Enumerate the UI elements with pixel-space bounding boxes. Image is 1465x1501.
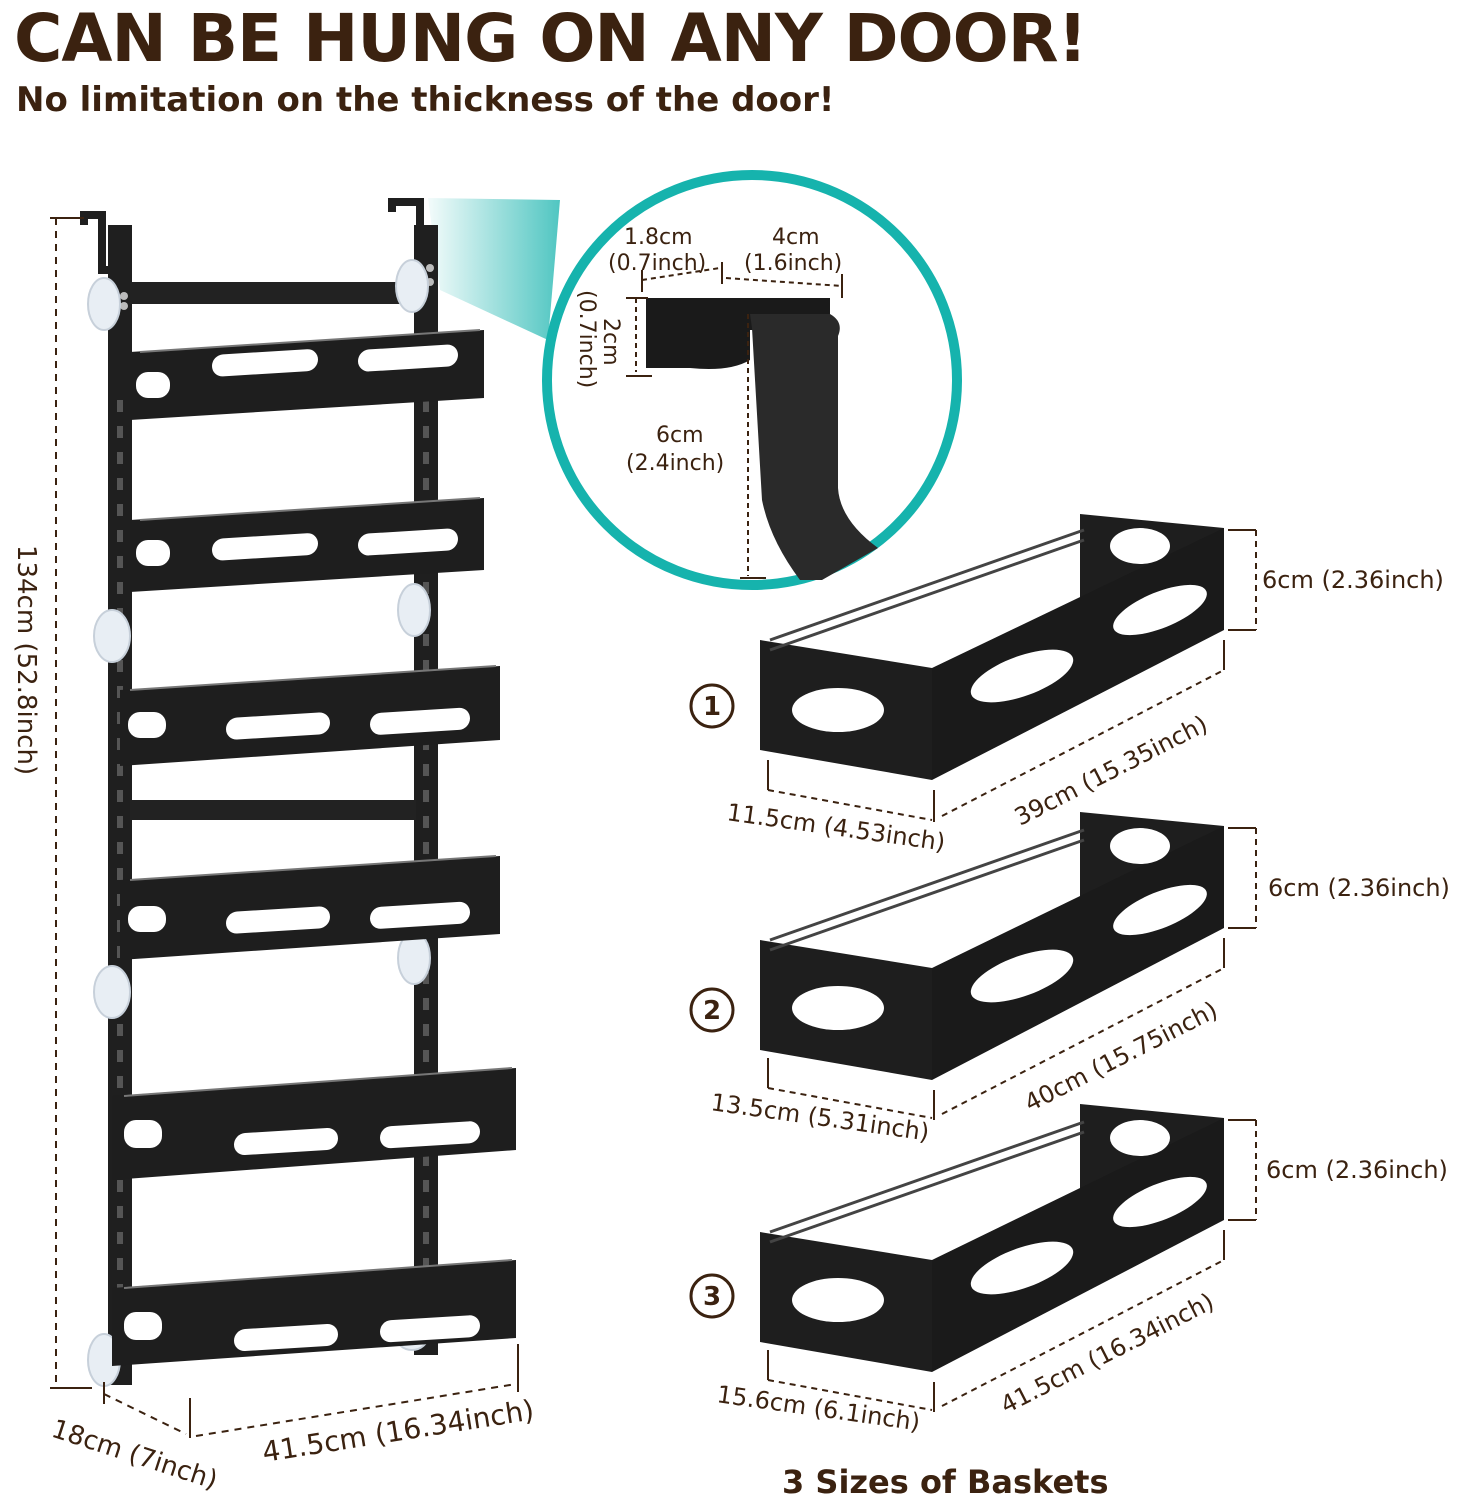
hook-top-right-in: (1.6inch) xyxy=(744,251,842,276)
rack-depth-dimension xyxy=(103,1382,191,1438)
basket-2-number: 2 xyxy=(703,996,721,1026)
suction-cup xyxy=(93,965,131,1019)
basket-3-height: 6cm (2.36inch) xyxy=(1266,1156,1448,1184)
rack-basket xyxy=(112,1067,516,1180)
hook-drop-cm: 6cm xyxy=(656,423,704,448)
rack-basket xyxy=(130,497,484,592)
basket-1-depth: 11.5cm (4.53inch) xyxy=(725,798,947,856)
rack-basket xyxy=(120,665,500,766)
basket-3-depth: 15.6cm (6.1inch) xyxy=(715,1380,922,1436)
hook-top-left-cm: 1.8cm xyxy=(624,225,693,250)
basket-2-depth: 13.5cm (5.31inch) xyxy=(709,1088,931,1146)
basket-3-number: 3 xyxy=(703,1282,721,1312)
suction-cup xyxy=(397,583,431,637)
zoom-beam xyxy=(428,198,560,340)
zoom-circle xyxy=(542,170,962,590)
hook-top-right-cm: 4cm xyxy=(772,225,820,250)
rack-height-dimension xyxy=(50,217,92,1389)
rack-hook-right xyxy=(388,198,424,265)
rack-depth-label: 18cm (7inch) xyxy=(48,1414,221,1496)
headline: CAN BE HUNG ON ANY DOOR! xyxy=(14,0,1088,77)
basket-3-illustration xyxy=(760,1104,1257,1412)
basket-2-height: 6cm (2.36inch) xyxy=(1268,874,1450,902)
rack-middle-bar xyxy=(130,800,416,820)
rack-height-label: 134cm (52.8inch) xyxy=(11,545,41,775)
suction-cup xyxy=(395,259,429,313)
suction-cup xyxy=(87,277,121,331)
hook-top-left-in: (0.7inch) xyxy=(608,251,706,276)
hook-zoom-detail xyxy=(542,170,962,590)
basket-1-illustration xyxy=(760,514,1257,822)
basket-2-illustration xyxy=(760,812,1257,1120)
suction-cup xyxy=(93,609,131,663)
rack-basket xyxy=(112,1259,516,1366)
door-rack xyxy=(50,198,560,1438)
baskets-caption: 3 Sizes of Baskets xyxy=(782,1463,1109,1501)
rack-basket xyxy=(130,329,484,420)
hook-side-cm: 2cm xyxy=(598,318,623,366)
hook-side-in: (0.7inch) xyxy=(574,290,599,388)
rack-basket xyxy=(120,855,500,960)
hook-body xyxy=(750,314,878,580)
basket-1-number: 1 xyxy=(703,692,721,722)
rack-top-bar xyxy=(130,282,416,304)
rack-hook-left xyxy=(80,211,108,274)
basket-1-height: 6cm (2.36inch) xyxy=(1262,566,1444,594)
rack-width-label: 41.5cm (16.34inch) xyxy=(260,1393,536,1469)
hook-drop-in: (2.4inch) xyxy=(626,451,724,476)
rack-width-dimension xyxy=(195,1344,519,1437)
subheadline: No limitation on the thickness of the do… xyxy=(16,80,835,120)
